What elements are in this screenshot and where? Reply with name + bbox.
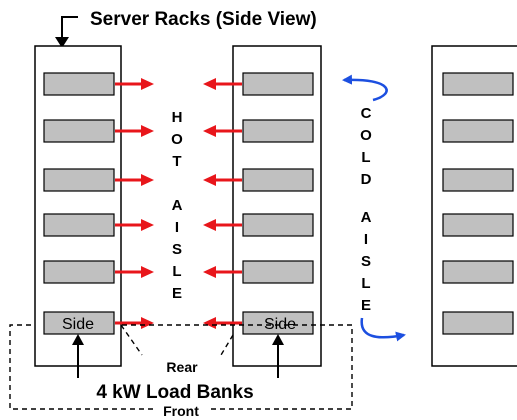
load-unit-left-5 <box>43 260 115 284</box>
load-unit-right-1 <box>442 72 514 96</box>
cold-aisle-letter-4: D <box>361 171 372 188</box>
hot-air-arrow-right-3 <box>141 174 154 186</box>
hot-air-arrow-left-3 <box>203 174 216 186</box>
hot-aisle-letter-5: I <box>175 219 179 236</box>
load-unit-middle-4 <box>242 213 314 237</box>
load-unit-left-6 <box>43 311 115 335</box>
cold-aisle-letter-7: S <box>361 253 371 270</box>
rear-dashed-line-left <box>120 324 143 356</box>
hot-air-arrow-right-5 <box>141 266 154 278</box>
hot-air-arrow-left-2 <box>203 125 216 137</box>
hot-aisle-letter-7: L <box>172 263 181 280</box>
hot-air-arrow-right-6 <box>141 317 154 329</box>
load-unit-middle-5 <box>242 260 314 284</box>
front-label-bg <box>153 402 209 418</box>
load-bank-pointer-left-head <box>72 334 84 345</box>
hot-air-arrow-right-1 <box>141 78 154 90</box>
load-unit-left-2 <box>43 119 115 143</box>
cold-aisle-letter-3: L <box>361 149 370 166</box>
cold-aisle-letter-8: L <box>361 275 370 292</box>
load-unit-middle-3 <box>242 168 314 192</box>
cold-aisle-letter-2: O <box>360 127 372 144</box>
cold-air-arrow-top <box>342 74 388 102</box>
hot-aisle-letter-3: T <box>172 153 181 170</box>
load-unit-right-3 <box>442 168 514 192</box>
title-leader-line <box>58 16 78 51</box>
hot-aisle-letter-6: S <box>172 241 182 258</box>
load-unit-right-6 <box>442 311 514 335</box>
hot-aisle-letter-4: A <box>172 197 183 214</box>
hot-air-arrow-left-1 <box>203 78 216 90</box>
cold-aisle-letter-6: I <box>364 231 368 248</box>
hot-air-arrow-left-4 <box>203 219 216 231</box>
load-unit-left-3 <box>43 168 115 192</box>
diagram-title: Server Racks (Side View) <box>90 9 317 30</box>
side-label-middle: Side <box>264 316 296 333</box>
rear-label: Rear <box>166 359 198 375</box>
cold-aisle-letter-1: C <box>361 105 372 122</box>
side-label-left: Side <box>62 316 94 333</box>
hot-air-arrow-right-2 <box>141 125 154 137</box>
hot-air-arrow-left-5 <box>203 266 216 278</box>
load-banks-label: 4 kW Load Banks <box>96 382 253 403</box>
load-unit-right-4 <box>442 213 514 237</box>
hot-aisle-letter-8: E <box>172 285 182 302</box>
cold-air-arrow-bottom <box>360 317 406 342</box>
load-unit-left-4 <box>43 213 115 237</box>
front-label: Front <box>163 403 199 419</box>
hot-aisle-letter-1: H <box>172 109 183 126</box>
load-unit-middle-2 <box>242 119 314 143</box>
rear-dashed-line-right <box>220 334 234 356</box>
load-unit-middle-1 <box>242 72 314 96</box>
hot-air-arrow-right-4 <box>141 219 154 231</box>
cold-aisle-letter-5: A <box>361 209 372 226</box>
load-unit-right-5 <box>442 260 514 284</box>
cold-aisle-letter-9: E <box>361 297 371 314</box>
load-unit-left-1 <box>43 72 115 96</box>
load-bank-pointer-right-head <box>272 334 284 345</box>
load-unit-right-2 <box>442 119 514 143</box>
title-leader-arrowhead <box>55 37 69 48</box>
load-bank-dashed-outline <box>9 324 353 410</box>
hot-air-arrow-left-6 <box>203 317 216 329</box>
hot-aisle-letter-2: O <box>171 131 183 148</box>
